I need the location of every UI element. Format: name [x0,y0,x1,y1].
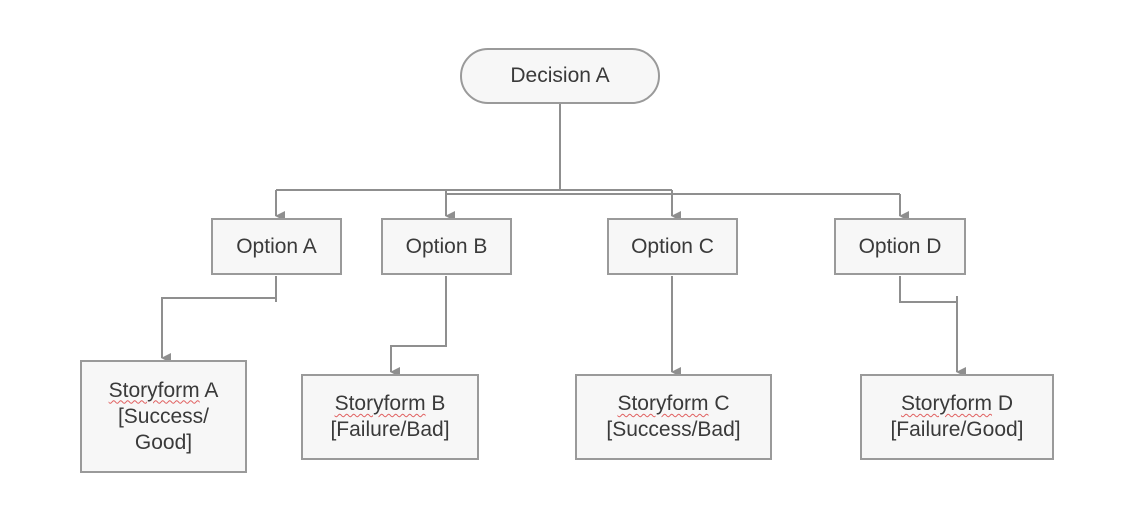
link-b [390,276,447,377]
storyform-outcome-line: [Success/ [117,404,210,428]
option-node-c: Option C [607,218,738,275]
storyform-outcome-line: [Success/Bad] [606,418,741,441]
storyform-letter: B [431,392,446,415]
storyform-node-c: Storyform C [Success/Bad] [575,374,772,460]
decision-node: Decision A [460,48,660,104]
storyform-outcome-line: [Failure/Good] [890,418,1024,441]
storyform-title: Storyform D [901,391,1013,417]
option-node-b: Option B [381,218,512,275]
link-a [161,276,277,363]
storyform-word: Storyform [617,392,709,415]
option-node-d: Option D [834,218,966,275]
storyform-title: Storyform C [617,391,729,417]
storyform-letter: D [997,392,1013,415]
storyform-node-a: Storyform A [Success/ Good] [80,360,247,473]
option-label: Option C [631,234,714,258]
storyform-word: Storyform [900,392,992,415]
option-label: Option A [236,234,317,258]
option-label: Option D [858,234,942,258]
storyform-letter: A [204,378,219,402]
storyform-node-b: Storyform B [Failure/Bad] [301,374,479,460]
storyform-node-d: Storyform D [Failure/Good] [860,374,1054,460]
storyform-title: Storyform B [335,391,446,417]
storyform-title: Storyform A [109,378,219,404]
storyform-word: Storyform [334,392,426,415]
option-node-a: Option A [211,218,342,275]
option-label: Option B [405,234,488,258]
storyform-outcome-line: Good] [134,430,193,454]
decision-label: Decision A [510,64,610,87]
link-d [899,276,957,303]
storyform-word: Storyform [108,378,200,402]
storyform-outcome-line: [Failure/Bad] [330,418,450,441]
storyform-letter: C [714,392,730,415]
